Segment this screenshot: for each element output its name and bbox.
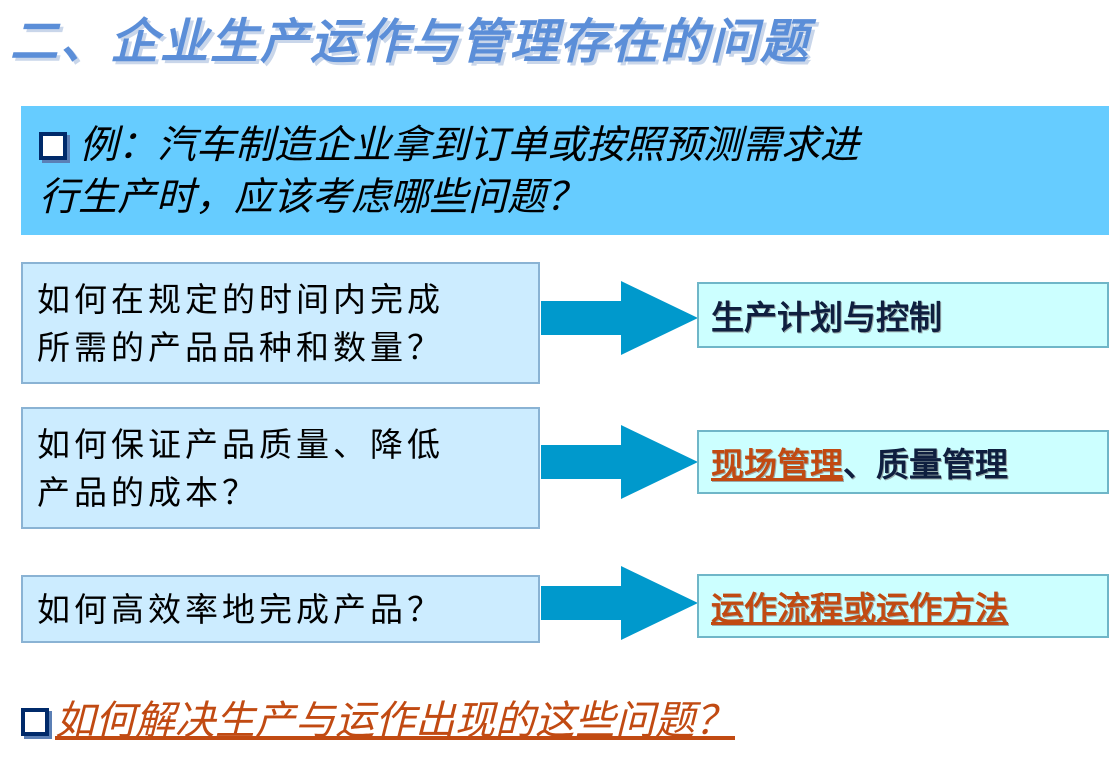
site-management-link[interactable]: 现场管理 <box>711 445 843 484</box>
answer-rest-text: 、质量管理 <box>843 445 1008 484</box>
question-line-2: 产品的成本？ <box>37 473 259 512</box>
question-line-1: 如何在规定的时间内完成 <box>37 280 444 319</box>
answer-box-quality: 现场管理、质量管理 <box>697 430 1109 494</box>
operation-process-link[interactable]: 运作流程或运作方法 <box>711 589 1008 628</box>
example-line-1: 例：汽车制造企业拿到订单或按照预测需求进 <box>79 123 860 168</box>
page-title: 二、企业生产运作与管理存在的问题 <box>10 14 811 70</box>
answer-box-process: 运作流程或运作方法 <box>697 574 1109 638</box>
answer-box-planning: 生产计划与控制 <box>697 282 1109 348</box>
question-box-planning: 如何在规定的时间内完成 所需的产品品种和数量？ <box>21 262 540 384</box>
question-box-efficiency: 如何高效率地完成产品？ <box>21 575 540 643</box>
question-line-2: 所需的产品品种和数量？ <box>37 328 444 367</box>
question-line-1: 如何保证产品质量、降低 <box>37 425 444 464</box>
right-arrow-icon <box>541 566 698 640</box>
example-banner: 例：汽车制造企业拿到订单或按照预测需求进 行生产时，应该考虑哪些问题？ <box>21 106 1109 235</box>
bottom-question-link[interactable]: 如何解决生产与运作出现的这些问题？ <box>55 698 735 744</box>
checkbox-bullet-icon <box>39 132 67 160</box>
question-line-1: 如何高效率地完成产品？ <box>37 590 444 629</box>
question-box-quality: 如何保证产品质量、降低 产品的成本？ <box>21 407 540 529</box>
right-arrow-icon <box>541 281 698 355</box>
checkbox-bullet-icon <box>21 708 49 736</box>
example-question: 例：汽车制造企业拿到订单或按照预测需求进 行生产时，应该考虑哪些问题？ <box>39 120 1099 224</box>
answer-text: 生产计划与控制 <box>711 298 942 337</box>
bottom-question: 如何解决生产与运作出现的这些问题？ <box>21 688 735 746</box>
example-line-2: 行生产时，应该考虑哪些问题？ <box>39 175 586 220</box>
right-arrow-icon <box>541 425 698 499</box>
